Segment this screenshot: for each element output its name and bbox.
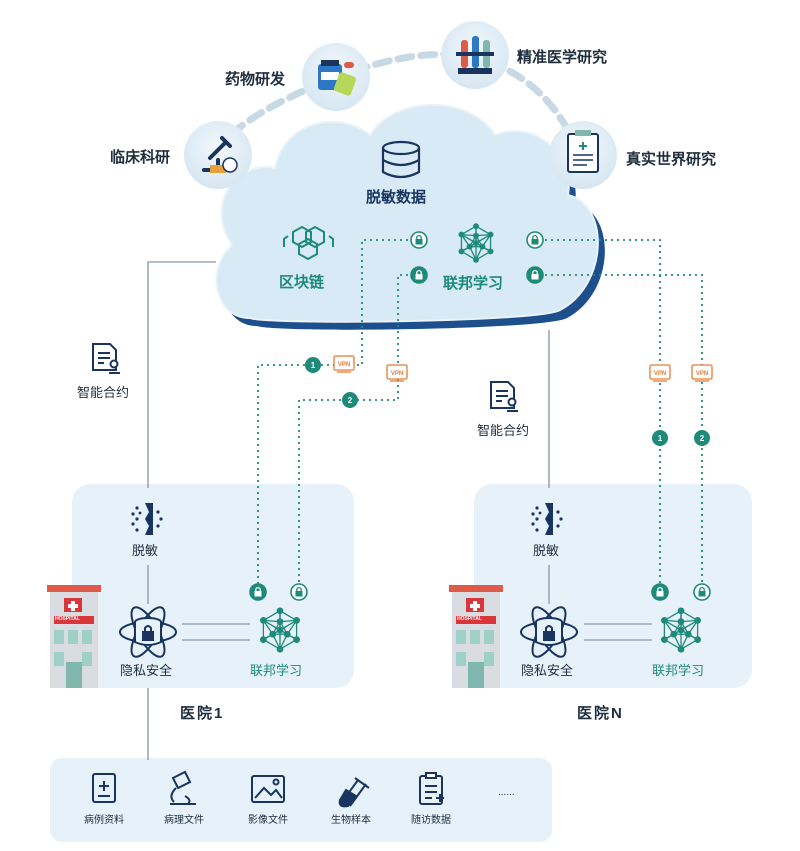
hospital1-panel <box>72 484 354 688</box>
h1-privacy-label: 隐私安全 <box>120 663 173 678</box>
step-marker-h1-2: 2 <box>342 392 358 408</box>
hN-privacy-label: 隐私安全 <box>521 663 574 678</box>
bio-sample-icon <box>338 777 370 808</box>
record-label-imaging: 影像文件 <box>248 815 288 826</box>
vpn-text: VPN <box>391 371 403 377</box>
privacy-icon-h1 <box>119 606 177 658</box>
lock-icon-hN-1 <box>651 583 669 601</box>
hospital-building-icon-1 <box>47 585 101 688</box>
step-marker-h1-1: 1 <box>305 357 321 373</box>
hN-desensitize-label: 脱敏 <box>533 543 560 558</box>
database-icon <box>381 140 421 179</box>
hN-federated-label: 联邦学习 <box>652 663 705 678</box>
record-label-followup: 随访数据 <box>411 815 451 826</box>
records-panel <box>50 758 552 842</box>
lock-icon-cloud-3 <box>526 231 544 249</box>
vpn-box-4: VPN <box>691 364 713 382</box>
step-markers: 1 2 1 2 <box>305 357 710 446</box>
smart-contract-label-right: 智能合约 <box>477 423 530 438</box>
imaging-file-icon <box>251 775 285 803</box>
smart-contract-label-left: 智能合约 <box>77 385 130 400</box>
neural-network-icon-hospitalN <box>661 607 701 653</box>
pathology-file-icon <box>170 770 196 805</box>
vpn-text: VPN <box>654 371 666 377</box>
record-label-biosample: 生物样本 <box>331 815 371 826</box>
desensitized-data-label: 脱敏数据 <box>366 189 427 206</box>
lock-icon-h1-2 <box>290 583 308 601</box>
hospitalN-sign: HOSPITAL <box>457 616 482 622</box>
blockchain-icon <box>283 225 334 261</box>
step-number: 2 <box>348 396 353 405</box>
desensitize-icon-hN <box>531 503 563 535</box>
cloud-federated-label: 联邦学习 <box>443 275 504 292</box>
vpn-box-2: VPN <box>386 364 408 382</box>
case-record-icon <box>92 773 116 803</box>
step-number: 1 <box>311 361 316 370</box>
precision-medicine-bubble <box>441 21 509 89</box>
lock-icon-cloud-1 <box>410 231 428 249</box>
lock-icon-hN-2 <box>693 583 711 601</box>
lock-icon-h1-1 <box>249 583 267 601</box>
records-more: ...... <box>498 787 515 798</box>
step-marker-hN-1: 1 <box>652 430 668 446</box>
record-label-case: 病例资料 <box>84 815 124 826</box>
lock-icon-cloud-4 <box>526 266 544 284</box>
drug-research-bubble <box>302 43 370 111</box>
gray-connectors <box>147 261 652 760</box>
vpn-text: VPN <box>696 371 708 377</box>
vpn-box-1: VPN <box>333 355 355 373</box>
vpn-boxes: VPN VPN VPN VPN <box>333 355 713 382</box>
vpn-text: VPN <box>338 362 350 368</box>
hospital1-sign: HOSPITAL <box>55 616 80 622</box>
real-world-research-label: 真实世界研究 <box>626 151 717 168</box>
vpn-box-3: VPN <box>649 364 671 382</box>
step-number: 1 <box>658 434 663 443</box>
lock-badges <box>249 231 711 601</box>
clinical-research-label: 临床科研 <box>110 149 171 166</box>
drug-research-label: 药物研发 <box>225 71 286 88</box>
neural-network-icon-hospital1 <box>260 607 300 653</box>
hospitalN-name: 医院N <box>577 705 624 722</box>
h1-desensitize-label: 脱敏 <box>132 543 159 558</box>
step-number: 2 <box>700 434 705 443</box>
lock-icon-cloud-2 <box>410 266 428 284</box>
h1-federated-label: 联邦学习 <box>250 663 303 678</box>
privacy-icon-hN <box>520 606 578 658</box>
hospital1-name: 医院1 <box>180 705 225 722</box>
desensitize-icon-h1 <box>131 503 163 535</box>
contract-icon-right <box>490 381 518 412</box>
cloud <box>215 104 605 330</box>
precision-medicine-label: 精准医学研究 <box>517 49 608 66</box>
record-label-pathology: 病理文件 <box>164 815 204 826</box>
hospitalN-panel <box>474 484 752 688</box>
contract-icon-left <box>92 343 120 374</box>
secure-channels <box>257 239 703 598</box>
step-marker-hN-2: 2 <box>694 430 710 446</box>
follow-up-data-icon <box>419 772 444 805</box>
clinical-research-bubble <box>184 121 252 189</box>
neural-network-icon-cloud <box>458 223 494 263</box>
blockchain-label: 区块链 <box>279 274 325 291</box>
hospital-building-icon-N <box>449 585 503 688</box>
research-arc <box>211 50 582 154</box>
real-world-research-bubble <box>549 121 617 189</box>
